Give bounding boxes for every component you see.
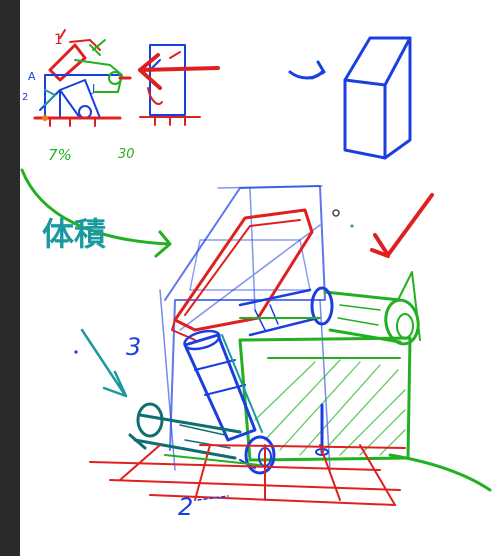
- teal-arrow-icon: [80, 328, 128, 398]
- drawing-canvas[interactable]: 1 A J 2 7% 30 体積: [20, 0, 492, 556]
- sketch-svg: 1 A J 2 7% 30 体積: [20, 29, 492, 521]
- blue-arrow-right-icon: [288, 60, 326, 80]
- label-thirty: 30: [118, 147, 135, 162]
- label-percent: 7%: [48, 146, 72, 164]
- left-dark-strip: [0, 0, 20, 556]
- label-j: J: [91, 82, 95, 95]
- label-3: 3: [126, 333, 141, 361]
- dot-marker: [332, 209, 340, 217]
- blue-tall-box: [343, 36, 412, 160]
- red-arrow-left-icon: [138, 53, 220, 90]
- label-a: A: [28, 70, 36, 83]
- label-2-small: 2: [22, 92, 28, 103]
- thumbnail-sketch: [33, 29, 201, 127]
- red-check-icon: [370, 193, 434, 258]
- label-2: 2: [178, 493, 193, 521]
- green-arrow-icon: [20, 168, 172, 258]
- label-chinese: 体積: [42, 215, 106, 253]
- main-chair-sketch: [89, 185, 492, 506]
- label-1: 1: [54, 32, 63, 48]
